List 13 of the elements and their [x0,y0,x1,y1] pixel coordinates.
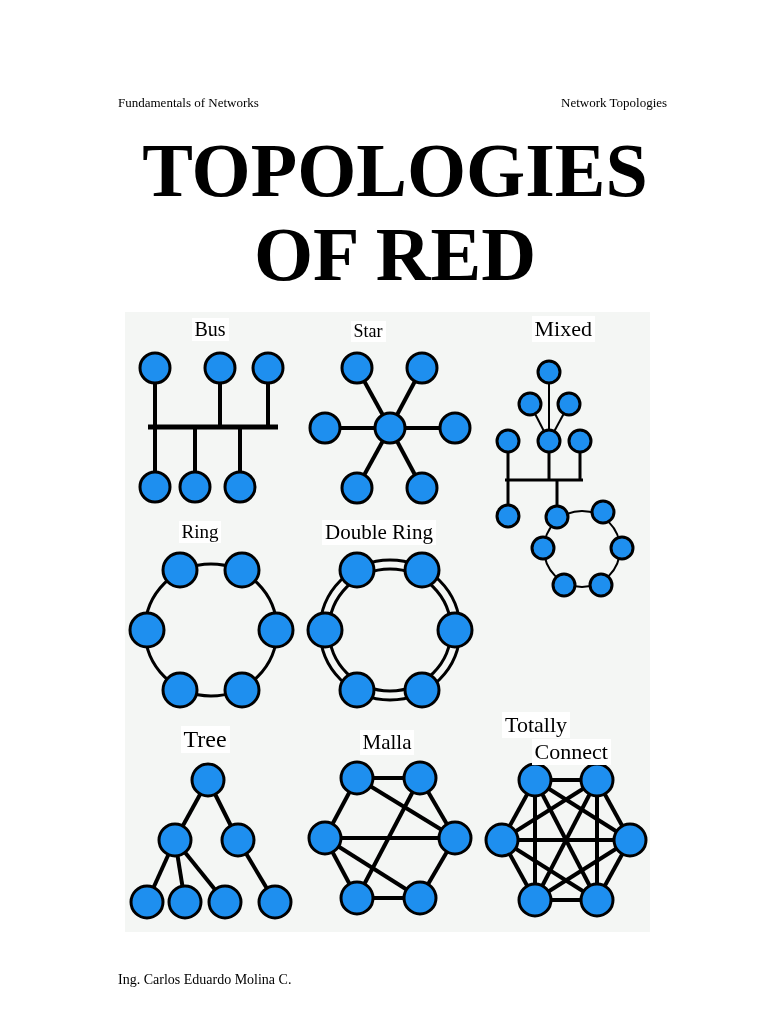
topology-label: Tree [180,726,230,753]
topology-label: Malla [359,730,415,755]
topology-label: Double Ring [322,520,436,545]
header-text: Network Topologies [561,95,668,111]
topology-label: Mixed [531,316,595,342]
header-text: Fundamentals of Networks [118,95,259,111]
topology-label: Totally [502,712,570,738]
topology-label: Ring [178,521,222,543]
topology-label: Bus [191,318,229,341]
topology-label: Connect [531,739,611,765]
page-title: TOPOLOGIES OF RED [141,128,649,296]
author-name: Ing. Carlos Eduardo Molina C. [118,972,292,988]
topology-label: Star [350,321,386,342]
